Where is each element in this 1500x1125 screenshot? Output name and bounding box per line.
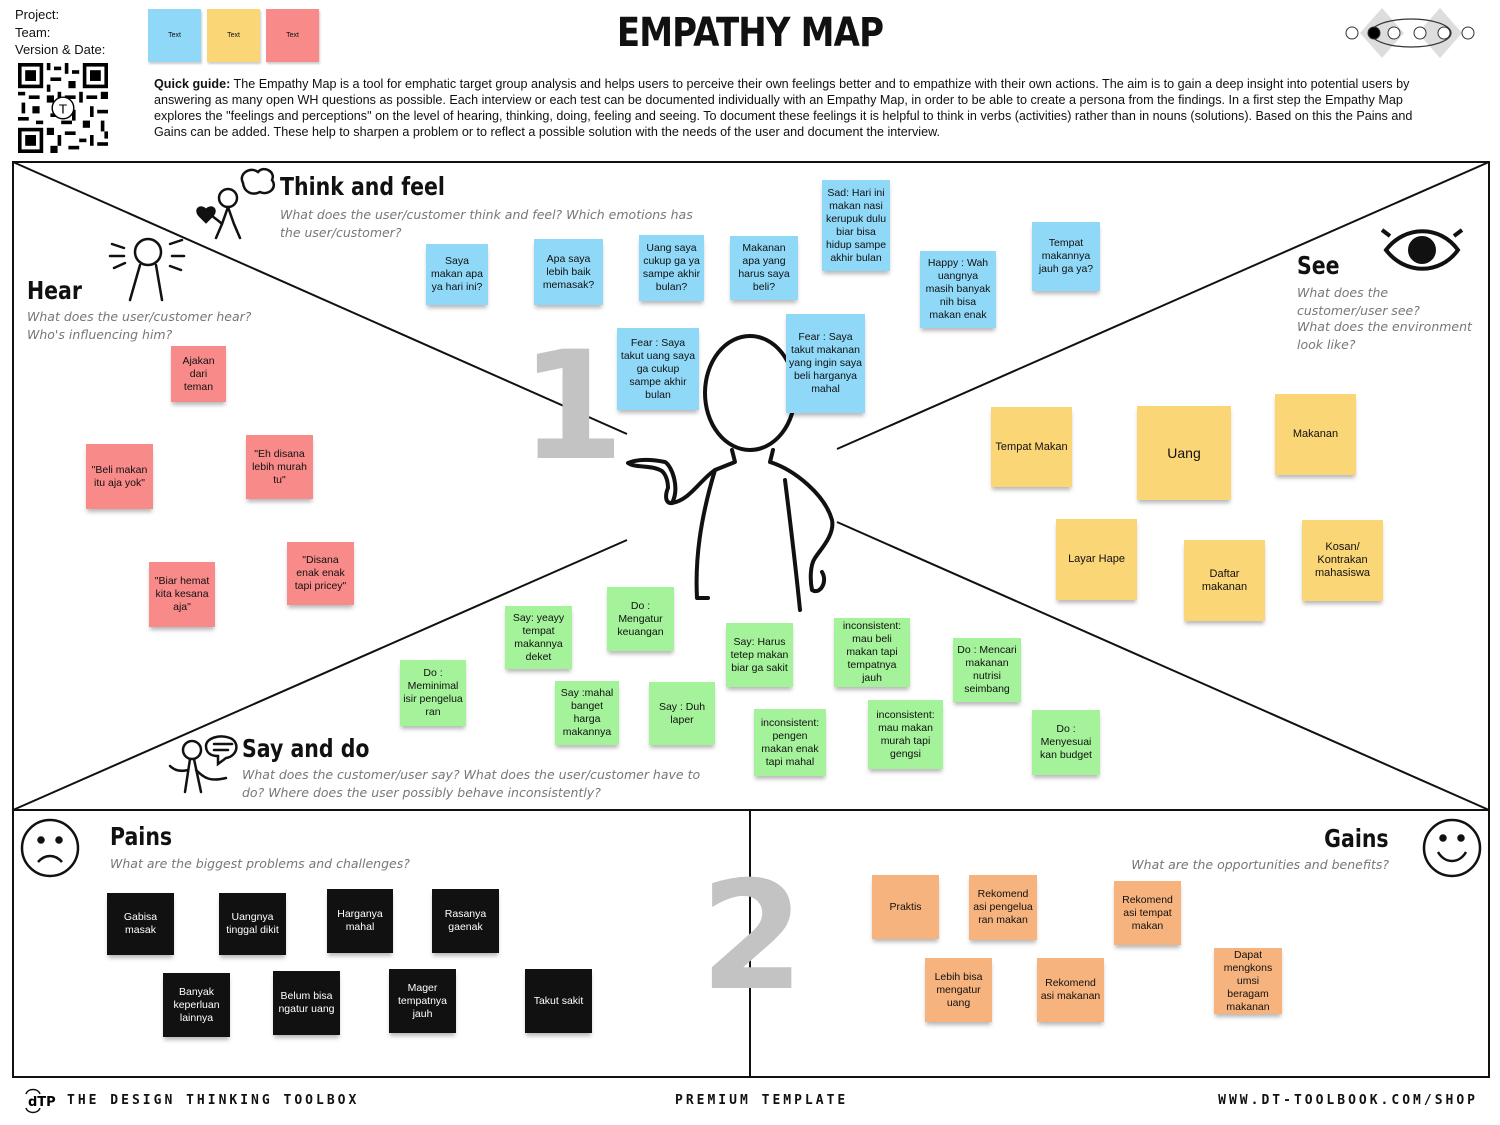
team-label: Team:	[15, 24, 51, 40]
legend-note-blue[interactable]: Text	[148, 9, 201, 62]
sticky-note-say[interactable]: inconsistent: mau makan murah tapi gengs…	[868, 700, 943, 769]
sticky-note-think[interactable]: Fear : Saya takut makanan yang ingin say…	[786, 314, 865, 413]
think-icon	[196, 167, 276, 240]
project-meta: Project: Team: Version & Date:	[15, 6, 105, 59]
see-question-2: What does the environment look like?	[1297, 319, 1472, 352]
sticky-note-see[interactable]: Kosan/ Kontrakan mahasiswa	[1302, 520, 1383, 601]
sticky-note-see[interactable]: Uang	[1137, 406, 1231, 500]
sticky-note-hear[interactable]: "Biar hemat kita kesana aja"	[149, 562, 215, 627]
sticky-note-think[interactable]: Saya makan apa ya hari ini?	[426, 244, 488, 305]
sticky-note-think[interactable]: Happy : Wah uangnya masih banyak nih bis…	[920, 251, 996, 328]
say-icon	[168, 735, 238, 794]
see-question-1: What does the customer/user see?	[1297, 285, 1420, 318]
sticky-note-pain[interactable]: Mager tempatnya jauh	[389, 969, 456, 1033]
hear-question: What does the user/customer hear? Who's …	[27, 309, 252, 342]
footer-template-label: PREMIUM TEMPLATE	[675, 1093, 849, 1108]
footer-brand: THE DESIGN THINKING TOOLBOX	[67, 1093, 360, 1108]
think-title: Think and feel	[280, 172, 445, 201]
pains-title: Pains	[110, 822, 173, 851]
project-label: Project:	[15, 7, 60, 22]
sticky-note-hear[interactable]: "Eh disana lebih murah tu"	[246, 435, 313, 499]
sticky-note-see[interactable]: Layar Hape	[1056, 519, 1137, 600]
qr-code-icon: T	[18, 63, 108, 153]
sticky-note-say[interactable]: Say: yeayy tempat makannya deket	[505, 606, 572, 669]
sticky-note-see[interactable]: Daftar makanan	[1184, 540, 1265, 621]
sticky-note-pain[interactable]: Takut sakit	[525, 969, 592, 1033]
sticky-note-think[interactable]: Uang saya cukup ga ya sampe akhir bulan?	[639, 235, 704, 301]
sticky-note-gain[interactable]: Praktis	[872, 875, 939, 939]
happy-face-icon	[1422, 818, 1482, 878]
sticky-note-say[interactable]: Say : Duh laper	[649, 682, 715, 745]
sticky-note-pain[interactable]: Uangnya tinggal dikit	[219, 893, 286, 955]
process-logo-icon	[1345, 8, 1475, 58]
svg-text:T: T	[58, 101, 67, 116]
quick-guide-label: Quick guide:	[154, 77, 231, 91]
eye-icon	[1380, 228, 1464, 271]
sticky-note-say[interactable]: Do : Mengatur keuangan	[607, 587, 674, 651]
sticky-note-gain[interactable]: Rekomend asi pengelua ran makan	[969, 875, 1037, 940]
quick-guide-text: The Empathy Map is a tool for emphatic t…	[154, 77, 1413, 139]
sticky-note-gain[interactable]: Dapat mengkons umsi beragam makanan	[1214, 948, 1282, 1014]
see-title: See	[1297, 251, 1340, 280]
sticky-note-hear[interactable]: Ajakan dari teman	[171, 346, 226, 402]
page-title: EMPATHY MAP	[616, 10, 884, 56]
sticky-note-pain[interactable]: Harganya mahal	[327, 889, 393, 953]
hear-title: Hear	[27, 276, 83, 305]
sticky-note-pain[interactable]: Belum bisa ngatur uang	[273, 971, 340, 1035]
sticky-note-think[interactable]: Makanan apa yang harus saya beli?	[730, 236, 798, 300]
hear-icon	[108, 237, 186, 302]
sticky-note-say[interactable]: Say :mahal banget harga makannya	[555, 681, 619, 745]
sticky-note-say[interactable]: Do : Menyesuai kan budget	[1032, 710, 1100, 775]
step-number-2: 2	[700, 850, 805, 1024]
version-label: Version & Date:	[15, 42, 106, 57]
sticky-note-hear[interactable]: "Disana enak enak tapi pricey"	[287, 542, 354, 605]
dt-logo-text: dTP	[28, 1095, 56, 1110]
sticky-note-pain[interactable]: Banyak keperluan lainnya	[163, 973, 230, 1037]
sticky-note-say[interactable]: Do : Mencari makanan nutrisi seimbang	[953, 638, 1021, 702]
sticky-note-think[interactable]: Apa saya lebih baik memasak?	[534, 239, 603, 305]
sticky-note-think[interactable]: Tempat makannya jauh ga ya?	[1032, 222, 1100, 291]
sticky-note-gain[interactable]: Rekomend asi makanan	[1037, 958, 1104, 1022]
sticky-note-see[interactable]: Makanan	[1275, 394, 1356, 475]
say-question: What does the customer/user say? What do…	[242, 767, 701, 800]
step-number-1: 1	[520, 320, 625, 494]
legend-note-yellow[interactable]: Text	[207, 9, 260, 62]
legend-note-red[interactable]: Text	[266, 9, 319, 62]
sticky-note-gain[interactable]: Rekomend asi tempat makan	[1114, 881, 1181, 945]
sticky-note-think[interactable]: Fear : Saya takut uang saya ga cukup sam…	[617, 328, 699, 410]
sad-face-icon	[20, 818, 80, 878]
sticky-note-think[interactable]: Sad: Hari ini makan nasi kerupuk dulu bi…	[822, 180, 890, 271]
pains-question: What are the biggest problems and challe…	[110, 856, 410, 871]
sticky-note-say[interactable]: Do : Meminimal isir pengelua ran	[400, 660, 466, 726]
sticky-note-hear[interactable]: "Beli makan itu aja yok"	[86, 444, 153, 509]
sticky-note-say[interactable]: Say: Harus tetep makan biar ga sakit	[726, 623, 793, 687]
dt-logo-icon	[25, 1088, 41, 1114]
think-question: What does the user/customer think and fe…	[280, 207, 693, 240]
gains-title: Gains	[1324, 824, 1389, 853]
sticky-note-pain[interactable]: Rasanya gaenak	[432, 889, 499, 953]
say-title: Say and do	[242, 734, 370, 763]
quick-guide: Quick guide: The Empathy Map is a tool f…	[154, 76, 1444, 140]
sticky-note-say[interactable]: inconsistent: pengen makan enak tapi mah…	[754, 709, 826, 776]
sticky-note-see[interactable]: Tempat Makan	[991, 407, 1072, 487]
sticky-note-say[interactable]: inconsistent: mau beli makan tapi tempat…	[834, 618, 910, 687]
footer-url-link[interactable]: WWW.DT-TOOLBOOK.COM/SHOP	[1218, 1093, 1478, 1108]
sticky-note-gain[interactable]: Lebih bisa mengatur uang	[925, 958, 992, 1022]
sticky-note-pain[interactable]: Gabisa masak	[107, 893, 174, 955]
gains-question: What are the opportunities and benefits?	[1131, 857, 1389, 872]
